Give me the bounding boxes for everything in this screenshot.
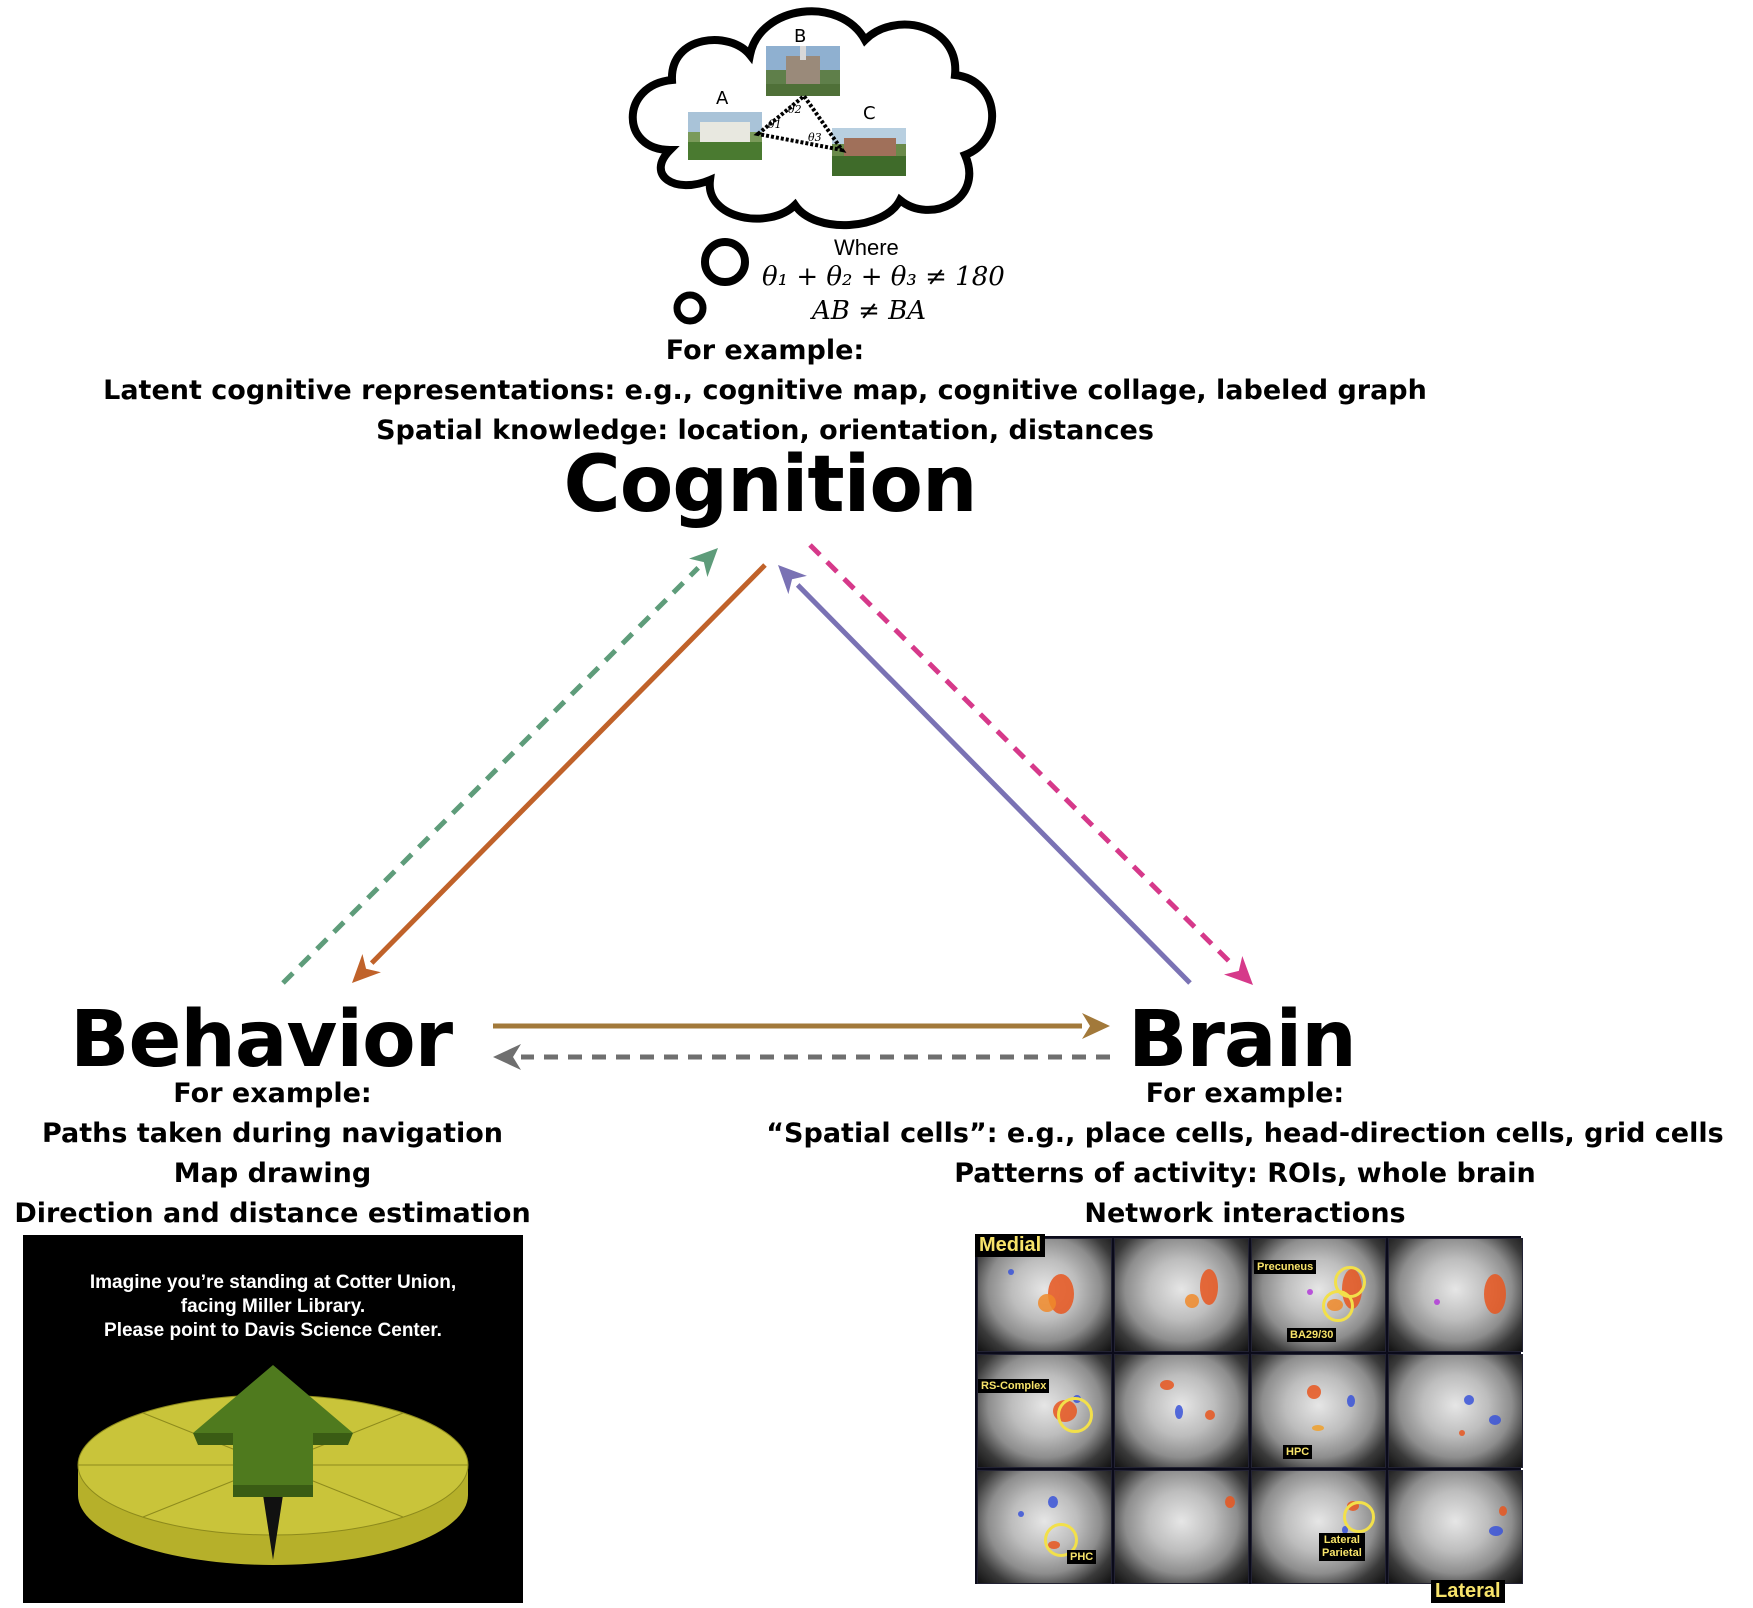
roi-label-precuneus: Precuneus bbox=[1254, 1260, 1317, 1274]
activation-blob bbox=[1489, 1415, 1501, 1425]
task-prompt-line-1: Imagine you’re standing at Cotter Union, bbox=[89, 1272, 457, 1293]
fmri-slice bbox=[977, 1238, 1112, 1352]
fmri-slice bbox=[1114, 1470, 1249, 1584]
behavior-examples: For example: Paths taken during navigati… bbox=[0, 1074, 545, 1234]
activation-blob bbox=[1038, 1294, 1056, 1312]
brain-example-3: Network interactions bbox=[1084, 1198, 1406, 1229]
cognition-title: Cognition bbox=[563, 440, 977, 530]
activation-blob bbox=[1499, 1506, 1507, 1516]
photo-c bbox=[832, 128, 906, 176]
roi-label-phc: PHC bbox=[1067, 1550, 1097, 1564]
activation-blob bbox=[1484, 1274, 1506, 1314]
bubble-label-c: C bbox=[863, 103, 876, 124]
brain-example-2: Patterns of activity: ROIs, whole brain bbox=[954, 1158, 1536, 1189]
task-prompt: Imagine you’re standing at Cotter Union,… bbox=[23, 1271, 523, 1343]
medial-label: Medial bbox=[975, 1234, 1046, 1257]
behavior-example-3: Direction and distance estimation bbox=[14, 1198, 531, 1229]
activation-blob bbox=[1312, 1425, 1324, 1431]
angle-label-3: θ3 bbox=[808, 131, 822, 144]
where-label: Where bbox=[834, 235, 899, 260]
lateral-label: Lateral bbox=[1431, 1580, 1505, 1603]
roi-ring-lateral-parietal bbox=[1343, 1501, 1375, 1533]
behavior-example-1: Paths taken during navigation bbox=[41, 1118, 504, 1149]
activation-blob bbox=[1307, 1289, 1313, 1295]
fmri-slice bbox=[1388, 1354, 1523, 1468]
fmri-slice bbox=[1251, 1354, 1386, 1468]
bubble-triangle bbox=[753, 93, 847, 153]
roi-ring-ba bbox=[1322, 1290, 1354, 1322]
roi-label-hpc: HPC bbox=[1283, 1445, 1313, 1459]
brain-example-header: For example: bbox=[1145, 1078, 1345, 1109]
task-prompt-line-3: Please point to Davis Science Center. bbox=[104, 1320, 442, 1341]
activation-blob bbox=[1160, 1380, 1174, 1390]
photo-a bbox=[688, 112, 762, 160]
activation-blob bbox=[1307, 1385, 1321, 1399]
roi-label-ba: BA29/30 bbox=[1287, 1328, 1337, 1342]
brain-title: Brain bbox=[1128, 995, 1357, 1085]
task-prompt-line-2: facing Miller Library. bbox=[180, 1296, 366, 1317]
activation-blob bbox=[1175, 1405, 1183, 1419]
activation-blob bbox=[1008, 1269, 1014, 1275]
behavior-example-header: For example: bbox=[173, 1078, 372, 1109]
equation-distance: AB ≠ BA bbox=[812, 296, 927, 326]
activation-blob bbox=[1489, 1526, 1503, 1536]
activation-blob bbox=[1048, 1496, 1058, 1508]
activation-blob bbox=[1459, 1430, 1465, 1436]
cognition-example-1: Latent cognitive representations: e.g., … bbox=[103, 375, 1427, 406]
activation-blob bbox=[1347, 1395, 1355, 1407]
fmri-slice bbox=[977, 1470, 1112, 1584]
activation-blob bbox=[1205, 1410, 1215, 1420]
activation-blob bbox=[1225, 1496, 1235, 1508]
thought-bubble bbox=[628, 7, 997, 325]
roi-label-lateral-parietal-text: Lateral Parietal bbox=[1322, 1534, 1362, 1559]
brain-example-1: “Spatial cells”: e.g., place cells, head… bbox=[766, 1118, 1724, 1149]
arrow-cognition-to-brain bbox=[808, 543, 1253, 985]
photo-b bbox=[766, 46, 840, 96]
activation-blob bbox=[1185, 1294, 1199, 1308]
fmri-slice bbox=[1388, 1470, 1523, 1584]
cognition-example-2: Spatial knowledge: location, orientation… bbox=[376, 415, 1154, 446]
arrow-cognition-to-behavior bbox=[352, 563, 767, 983]
pointing-task-panel: Imagine you’re standing at Cotter Union,… bbox=[23, 1235, 523, 1603]
roi-ring-rs bbox=[1057, 1397, 1093, 1433]
arrow-behavior-to-brain bbox=[493, 1013, 1110, 1039]
arrow-brain-to-behavior bbox=[493, 1044, 1110, 1070]
fmri-slice bbox=[1388, 1238, 1523, 1352]
angle-label-1: θ1 bbox=[768, 118, 782, 131]
behavior-example-2: Map drawing bbox=[173, 1158, 372, 1189]
brain-examples: For example: “Spatial cells”: e.g., plac… bbox=[740, 1074, 1750, 1234]
behavior-title: Behavior bbox=[70, 995, 453, 1085]
roi-label-lateral-parietal: Lateral Parietal bbox=[1319, 1533, 1365, 1561]
equation-angles: θ₁ + θ₂ + θ₃ ≠ 180 bbox=[762, 262, 1005, 292]
arrow-brain-to-cognition bbox=[778, 565, 1192, 985]
fmri-slice bbox=[1114, 1354, 1249, 1468]
activation-blob bbox=[1200, 1269, 1218, 1305]
activation-blob bbox=[1434, 1299, 1440, 1305]
arrow-behavior-to-cognition bbox=[281, 548, 718, 985]
roi-ring-phc bbox=[1044, 1523, 1078, 1557]
angle-label-2: θ2 bbox=[788, 103, 802, 116]
activation-blob bbox=[1464, 1395, 1474, 1405]
activation-blob bbox=[1342, 1526, 1348, 1534]
bubble-label-a: A bbox=[716, 88, 729, 109]
roi-label-rs: RS-Complex bbox=[978, 1379, 1050, 1393]
activation-blob bbox=[1018, 1511, 1024, 1517]
bubble-circle-small bbox=[673, 291, 707, 325]
fmri-slice bbox=[1114, 1238, 1249, 1352]
pointing-dial bbox=[77, 1365, 469, 1565]
cognition-examples: For example: Latent cognitive representa… bbox=[0, 331, 1530, 451]
bubble-label-b: B bbox=[794, 26, 807, 47]
cognition-example-header: For example: bbox=[665, 335, 865, 366]
bubble-circle-large bbox=[701, 238, 749, 286]
